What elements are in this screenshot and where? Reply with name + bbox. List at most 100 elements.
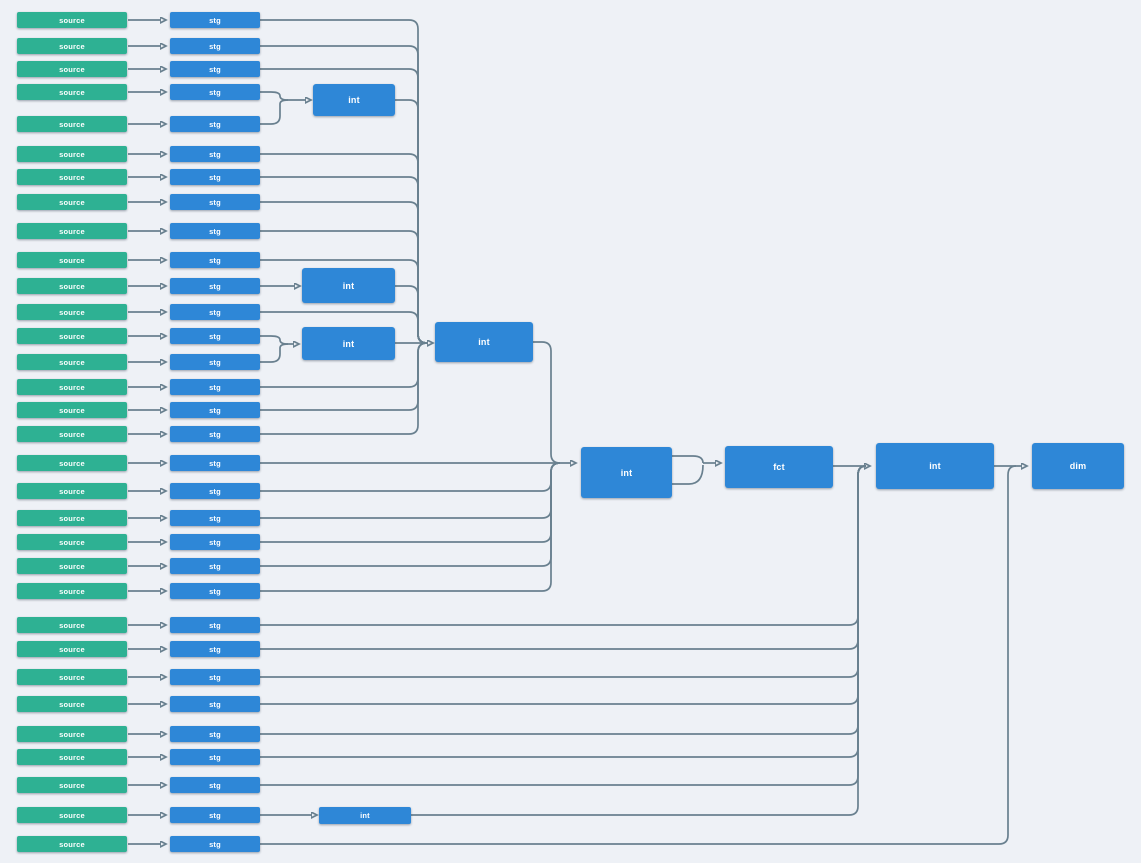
stg-node[interactable]: stg	[170, 777, 260, 793]
source-node[interactable]: source	[17, 510, 127, 526]
source-node-label: source	[59, 672, 85, 682]
source-node[interactable]: source	[17, 84, 127, 100]
stg-node[interactable]: stg	[170, 304, 260, 320]
edge	[260, 465, 867, 705]
stg-node[interactable]: stg	[170, 617, 260, 633]
source-node-label: source	[59, 41, 85, 51]
source-node-label: source	[59, 197, 85, 207]
stg-node[interactable]: stg	[170, 836, 260, 852]
stg-node[interactable]: stg	[170, 354, 260, 370]
source-node[interactable]: source	[17, 617, 127, 633]
stg-node[interactable]: stg	[170, 12, 260, 28]
int-4-node-label: int	[620, 467, 633, 478]
stg-node[interactable]: stg	[170, 38, 260, 54]
source-node[interactable]: source	[17, 402, 127, 418]
stg-node[interactable]: stg	[170, 534, 260, 550]
stg-node-label: stg	[209, 255, 221, 265]
edge	[260, 335, 289, 345]
source-node[interactable]: source	[17, 558, 127, 574]
source-node-label: source	[59, 513, 85, 523]
source-node[interactable]: source	[17, 669, 127, 685]
source-node[interactable]: source	[17, 169, 127, 185]
source-node[interactable]: source	[17, 116, 127, 132]
source-node[interactable]: source	[17, 696, 127, 712]
dim-node[interactable]: dim	[1032, 443, 1124, 489]
source-node[interactable]: source	[17, 194, 127, 210]
source-node-label: source	[59, 15, 85, 25]
stg-node[interactable]: stg	[170, 252, 260, 268]
source-node[interactable]: source	[17, 836, 127, 852]
source-node[interactable]: source	[17, 777, 127, 793]
int-2-node[interactable]: int	[302, 268, 395, 303]
source-node[interactable]: source	[17, 252, 127, 268]
stg-node[interactable]: stg	[170, 483, 260, 499]
stg-node-label: stg	[209, 119, 221, 129]
stg-node[interactable]: stg	[170, 379, 260, 395]
stg-node[interactable]: stg	[170, 223, 260, 239]
source-node-label: source	[59, 172, 85, 182]
stg-node[interactable]: stg	[170, 749, 260, 765]
source-node[interactable]: source	[17, 38, 127, 54]
source-node-label: source	[59, 458, 85, 468]
edge	[260, 465, 867, 735]
stg-node[interactable]: stg	[170, 455, 260, 471]
source-node[interactable]: source	[17, 379, 127, 395]
source-node[interactable]: source	[17, 304, 127, 320]
int-6-node[interactable]: int	[876, 443, 994, 489]
source-node-label: source	[59, 255, 85, 265]
source-node[interactable]: source	[17, 583, 127, 599]
fct-node[interactable]: fct	[725, 446, 833, 488]
int-1-node[interactable]: int	[313, 84, 395, 116]
edge	[672, 464, 704, 485]
stg-node-label: stg	[209, 729, 221, 739]
stg-node-label: stg	[209, 752, 221, 762]
stg-node[interactable]: stg	[170, 641, 260, 657]
int-5-node[interactable]: int	[435, 322, 533, 362]
stg-node-label: stg	[209, 15, 221, 25]
stg-node-label: stg	[209, 226, 221, 236]
stg-node[interactable]: stg	[170, 669, 260, 685]
stg-node-label: stg	[209, 486, 221, 496]
stg-node[interactable]: stg	[170, 558, 260, 574]
int-7-node[interactable]: int	[319, 807, 411, 824]
source-node[interactable]: source	[17, 726, 127, 742]
stg-node[interactable]: stg	[170, 402, 260, 418]
stg-node[interactable]: stg	[170, 583, 260, 599]
stg-node[interactable]: stg	[170, 169, 260, 185]
source-node[interactable]: source	[17, 641, 127, 657]
source-node[interactable]: source	[17, 61, 127, 77]
source-node[interactable]: source	[17, 455, 127, 471]
stg-node[interactable]: stg	[170, 278, 260, 294]
stg-node[interactable]: stg	[170, 726, 260, 742]
stg-node[interactable]: stg	[170, 426, 260, 442]
stg-node[interactable]: stg	[170, 84, 260, 100]
source-node[interactable]: source	[17, 807, 127, 823]
stg-node-label: stg	[209, 672, 221, 682]
source-node[interactable]: source	[17, 223, 127, 239]
stg-node[interactable]: stg	[170, 116, 260, 132]
source-node[interactable]: source	[17, 354, 127, 370]
stg-node-label: stg	[209, 281, 221, 291]
int-1-node-label: int	[348, 95, 360, 105]
source-node[interactable]: source	[17, 328, 127, 344]
source-node[interactable]: source	[17, 426, 127, 442]
stg-node[interactable]: stg	[170, 146, 260, 162]
source-node[interactable]: source	[17, 12, 127, 28]
int-4-node[interactable]: int	[581, 447, 672, 498]
stg-node[interactable]: stg	[170, 807, 260, 823]
source-node[interactable]: source	[17, 278, 127, 294]
source-node[interactable]: source	[17, 534, 127, 550]
stg-node[interactable]: stg	[170, 328, 260, 344]
source-node-label: source	[59, 644, 85, 654]
source-node[interactable]: source	[17, 749, 127, 765]
source-node[interactable]: source	[17, 483, 127, 499]
stg-node[interactable]: stg	[170, 696, 260, 712]
stg-node[interactable]: stg	[170, 194, 260, 210]
edge	[533, 341, 561, 464]
stg-node[interactable]: stg	[170, 61, 260, 77]
stg-node[interactable]: stg	[170, 510, 260, 526]
source-node[interactable]: source	[17, 146, 127, 162]
source-node-label: source	[59, 780, 85, 790]
int-3-node[interactable]: int	[302, 327, 395, 360]
